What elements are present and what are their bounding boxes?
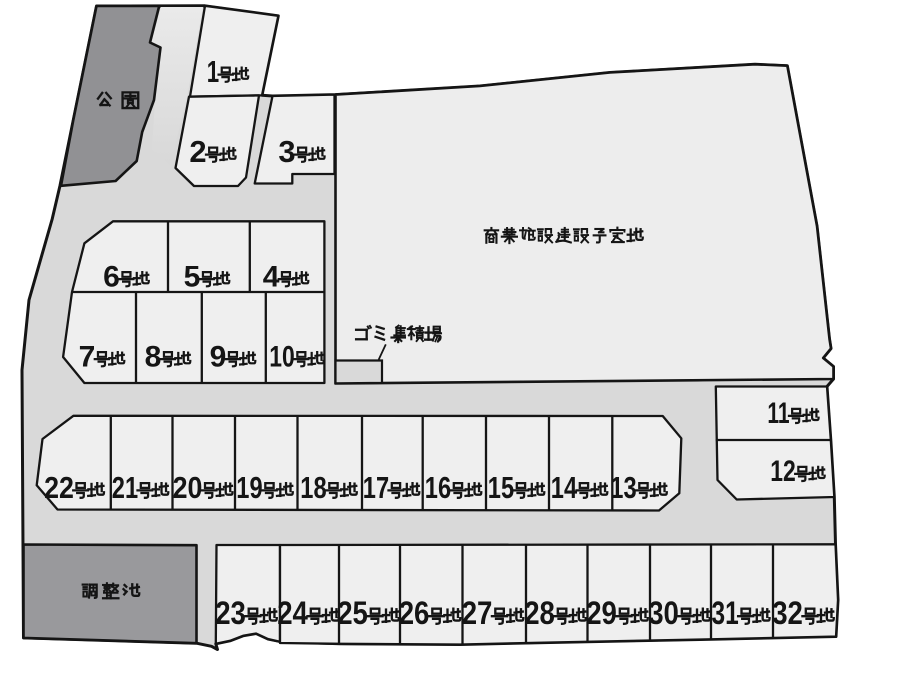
svg-text:12: 12 xyxy=(770,455,796,488)
svg-text:20: 20 xyxy=(173,470,203,505)
svg-text:4: 4 xyxy=(263,261,280,294)
svg-text:10: 10 xyxy=(269,341,295,374)
svg-text:30: 30 xyxy=(648,595,679,631)
svg-text:9: 9 xyxy=(210,341,227,374)
svg-text:6: 6 xyxy=(103,261,120,294)
svg-text:32: 32 xyxy=(772,595,803,631)
svg-text:7: 7 xyxy=(79,341,96,374)
svg-text:27: 27 xyxy=(462,595,493,631)
svg-text:3: 3 xyxy=(278,134,295,169)
svg-text:16: 16 xyxy=(425,470,451,505)
svg-text:22: 22 xyxy=(44,470,74,505)
svg-text:1: 1 xyxy=(207,54,219,89)
svg-text:25: 25 xyxy=(337,595,368,631)
svg-text:11: 11 xyxy=(767,397,789,430)
svg-text:13: 13 xyxy=(610,470,636,505)
svg-text:21: 21 xyxy=(112,470,138,505)
svg-text:2: 2 xyxy=(189,134,206,169)
svg-text:24: 24 xyxy=(277,595,308,631)
svg-text:19: 19 xyxy=(236,470,262,505)
svg-text:31: 31 xyxy=(712,595,739,631)
svg-text:18: 18 xyxy=(300,470,326,505)
svg-text:23: 23 xyxy=(215,595,246,631)
svg-text:14: 14 xyxy=(551,470,578,505)
svg-text:5: 5 xyxy=(184,261,201,294)
svg-text:26: 26 xyxy=(399,595,430,631)
svg-text:17: 17 xyxy=(363,470,389,505)
svg-text:8: 8 xyxy=(145,341,162,374)
svg-text:28: 28 xyxy=(524,595,555,631)
svg-text:15: 15 xyxy=(488,470,514,505)
svg-text:29: 29 xyxy=(586,595,617,631)
